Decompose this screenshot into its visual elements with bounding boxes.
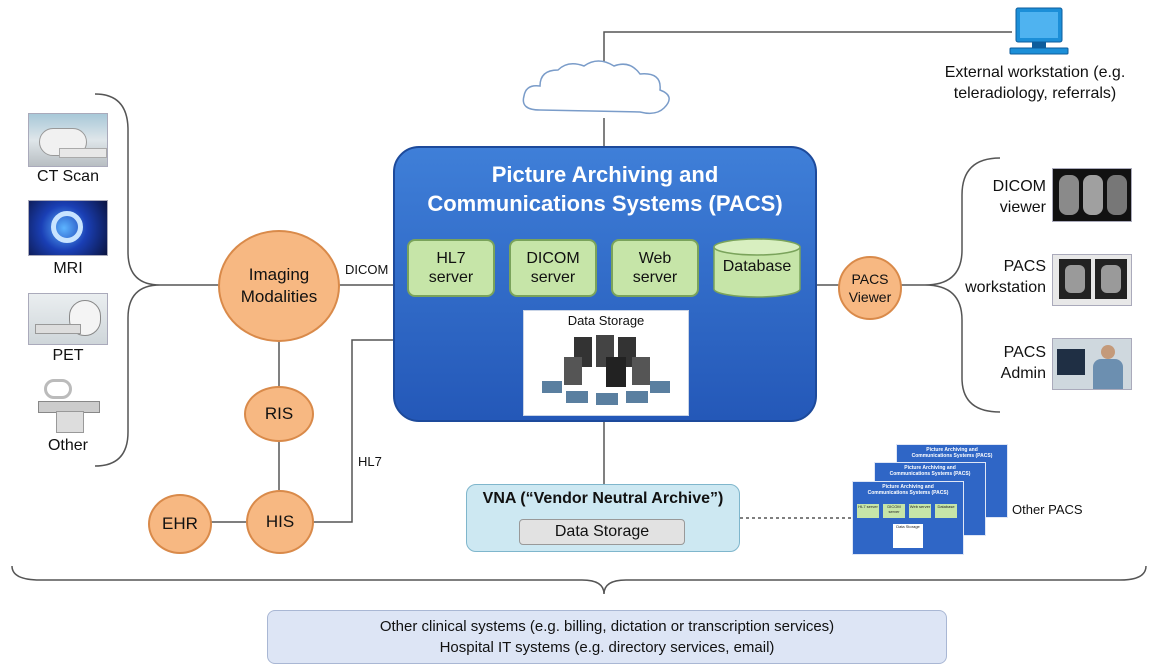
bottom-brace xyxy=(11,565,1147,595)
external-line2: teleradiology, referrals) xyxy=(953,85,1117,102)
his-label: HIS xyxy=(265,512,295,531)
data-storage-panel: Data Storage xyxy=(523,310,689,416)
mini-hl7: HL7 server xyxy=(857,504,879,518)
other-modality-image xyxy=(34,375,104,435)
pacs-admin-label: PACS Admin xyxy=(978,342,1046,384)
pacs-admin-line2: Admin xyxy=(1000,365,1046,382)
mini-dicom: DICOM server xyxy=(883,504,905,518)
other-systems-box: Other clinical systems (e.g. billing, di… xyxy=(267,610,947,664)
ris-node: RIS xyxy=(244,386,314,442)
web-server-line2: server xyxy=(632,269,678,286)
pet-label: PET xyxy=(52,347,84,364)
pacs-workstation-image xyxy=(1052,254,1132,306)
dicom-viewer-line1: DICOM xyxy=(992,178,1046,195)
cloud-icon xyxy=(522,60,670,115)
other-systems-line2: Hospital IT systems (e.g. directory serv… xyxy=(439,639,775,656)
his-node: HIS xyxy=(246,490,314,554)
mini-db: Database xyxy=(935,504,957,518)
pacs-viewer-node: PACS Viewer xyxy=(838,256,902,320)
imaging-line2: Modalities xyxy=(240,287,318,306)
ris-label: RIS xyxy=(264,404,294,423)
viewer-line2: Viewer xyxy=(848,289,892,305)
vna-title: VNA (“Vendor Neutral Archive”) xyxy=(482,490,724,507)
pacs-workstation-line1: PACS xyxy=(1003,258,1046,275)
pacs-workstation-line2: workstation xyxy=(965,279,1046,296)
database-cylinder: Database xyxy=(713,238,801,298)
database-icon xyxy=(713,238,801,298)
ehr-label: EHR xyxy=(162,514,198,533)
mri-label: MRI xyxy=(53,260,83,277)
dicom-server: DICOM server xyxy=(509,239,597,297)
mri-image xyxy=(28,200,108,256)
pacs-workstation-label: PACS workstation xyxy=(950,256,1046,298)
pacs-title-line1: Picture Archiving and xyxy=(491,162,719,187)
ct-scan-image xyxy=(28,113,108,167)
mini2-title-line2: Communications Systems (PACS) xyxy=(889,471,971,477)
viewer-line1: PACS xyxy=(851,271,889,287)
other-pacs-label: Other PACS xyxy=(1012,502,1083,517)
dicom-viewer-image xyxy=(1052,168,1132,222)
external-line1: External workstation (e.g. xyxy=(944,64,1126,81)
mini3-title-line1: Picture Archiving and xyxy=(926,447,978,453)
pacs-box: Picture Archiving and Communications Sys… xyxy=(393,146,817,422)
mini2-title-line1: Picture Archiving and xyxy=(904,465,956,471)
mini1-title-line2: Communications Systems (PACS) xyxy=(867,490,949,496)
dicom-viewer-label: DICOM viewer xyxy=(978,176,1046,218)
pacs-admin-image xyxy=(1052,338,1132,390)
web-server-line1: Web xyxy=(638,250,672,267)
hl7-server-line1: HL7 xyxy=(436,250,466,267)
data-storage-label: Data Storage xyxy=(567,313,645,328)
pet-image xyxy=(28,293,108,345)
hl7-link xyxy=(312,339,393,523)
other-systems-line1: Other clinical systems (e.g. billing, di… xyxy=(379,618,835,635)
hl7-server: HL7 server xyxy=(407,239,495,297)
ehr-node: EHR xyxy=(148,494,212,554)
dicom-server-line1: DICOM xyxy=(526,250,580,267)
mini3-title-line2: Communications Systems (PACS) xyxy=(911,453,993,459)
mini-storage-label: Data Storage xyxy=(896,524,920,529)
dicom-link-label: DICOM xyxy=(345,262,389,277)
pacs-title-line2: Communications Systems (PACS) xyxy=(427,191,783,216)
mini-storage: Data Storage xyxy=(893,524,923,548)
dicom-viewer-line2: viewer xyxy=(999,199,1046,216)
server-cluster-icon xyxy=(542,335,670,405)
mini-web: Web server xyxy=(909,504,931,518)
mini1-title-line1: Picture Archiving and xyxy=(882,484,934,490)
cloud-external-link xyxy=(603,31,1012,70)
computer-icon xyxy=(1009,7,1069,55)
dicom-server-line2: server xyxy=(530,269,576,286)
other-label: Other xyxy=(47,437,88,454)
pacs-title: Picture Archiving and Communications Sys… xyxy=(395,160,815,218)
imaging-line1: Imaging xyxy=(248,265,310,284)
hl7-link-label: HL7 xyxy=(358,454,382,469)
vna-box: VNA (“Vendor Neutral Archive”) Data Stor… xyxy=(466,484,740,552)
ct-scan-label: CT Scan xyxy=(37,168,99,185)
database-label: Database xyxy=(722,258,792,275)
external-workstation-label: External workstation (e.g. teleradiology… xyxy=(930,62,1140,104)
web-server: Web server xyxy=(611,239,699,297)
vna-data-storage: Data Storage xyxy=(519,519,685,545)
hl7-server-line2: server xyxy=(428,269,474,286)
pacs-admin-line1: PACS xyxy=(1003,344,1046,361)
